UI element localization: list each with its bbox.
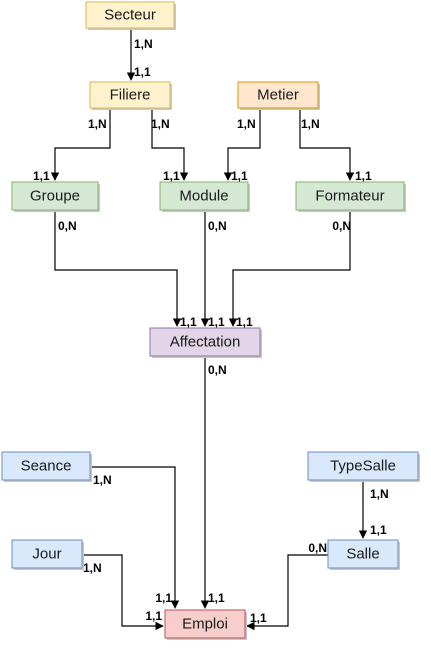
relation-filiere-groupe bbox=[50, 108, 111, 181]
entity-label: Groupe bbox=[30, 188, 80, 205]
cardinality-to-filiere-groupe: 1,1 bbox=[33, 169, 50, 183]
entity-module[interactable]: Module bbox=[159, 181, 250, 212]
entity-secteur[interactable]: Secteur bbox=[85, 1, 176, 30]
cardinality-from-seance-emploi: 1,N bbox=[93, 473, 112, 487]
entity-label: Jour bbox=[32, 546, 61, 563]
cardinality-from-filiere-module: 1,N bbox=[151, 117, 170, 131]
cardinality-from-typesalle-salle: 1,N bbox=[370, 487, 389, 501]
relation-formateur-affectation bbox=[228, 210, 351, 327]
relation-jour-emploi bbox=[82, 554, 164, 631]
cardinality-from-affectation-emploi: 0,N bbox=[208, 363, 227, 377]
cardinality-from-metier-formateur: 1,N bbox=[301, 117, 320, 131]
entity-label: Secteur bbox=[104, 7, 156, 24]
cardinality-to-formateur-affectation: 1,1 bbox=[236, 315, 253, 329]
cardinality-to-seance-emploi: 1,1 bbox=[155, 591, 172, 605]
entity-label: Formateur bbox=[315, 188, 384, 205]
entity-box bbox=[149, 327, 261, 357]
cardinality-to-affectation-emploi: 1,1 bbox=[208, 591, 225, 605]
entity-box bbox=[85, 1, 175, 29]
entity-box bbox=[237, 81, 319, 109]
entity-label: Seance bbox=[21, 458, 72, 475]
cardinality-from-salle-emploi: 0,N bbox=[308, 541, 327, 555]
cardinality-to-typesalle-salle: 1,1 bbox=[370, 523, 387, 537]
entity-filiere[interactable]: Filiere bbox=[89, 81, 172, 110]
entity-box bbox=[11, 539, 83, 569]
entity-box bbox=[159, 181, 249, 211]
entity-box bbox=[327, 539, 399, 569]
cardinality-from-jour-emploi: 1,N bbox=[83, 561, 102, 575]
relation-metier-formateur bbox=[299, 108, 355, 181]
entity-emploi[interactable]: Emploi bbox=[164, 609, 247, 640]
entity-label: TypeSalle bbox=[330, 458, 396, 475]
relation-groupe-affectation bbox=[54, 210, 182, 327]
entity-box bbox=[295, 181, 405, 211]
entity-box bbox=[307, 451, 419, 481]
entity-box bbox=[1, 451, 91, 481]
cardinality-to-filiere-module: 1,1 bbox=[163, 169, 180, 183]
entity-label: Filiere bbox=[110, 87, 151, 104]
cardinality-to-groupe-affectation: 1,1 bbox=[180, 315, 197, 329]
entity-metier[interactable]: Metier bbox=[237, 81, 320, 110]
cardinality-from-secteur-filiere: 1,N bbox=[134, 37, 153, 51]
entity-label: Salle bbox=[346, 546, 379, 563]
relation-salle-emploi bbox=[246, 554, 328, 631]
entity-affectation[interactable]: Affectation bbox=[149, 327, 262, 358]
cardinality-to-salle-emploi: 1,1 bbox=[250, 611, 267, 625]
cardinality-to-secteur-filiere: 1,1 bbox=[134, 65, 151, 79]
entity-box bbox=[11, 181, 99, 211]
cardinality-from-filiere-groupe: 1,N bbox=[88, 117, 107, 131]
cardinality-to-jour-emploi: 1,1 bbox=[145, 609, 162, 623]
entity-label: Module bbox=[179, 188, 228, 205]
entity-label: Affectation bbox=[170, 334, 241, 351]
cardinality-to-module-affectation: 1,1 bbox=[208, 315, 225, 329]
entity-seance[interactable]: Seance bbox=[1, 451, 92, 482]
entity-jour[interactable]: Jour bbox=[11, 539, 84, 570]
relation-seance-emploi bbox=[90, 466, 180, 609]
cardinality-to-metier-module: 1,1 bbox=[231, 169, 248, 183]
cardinality-from-formateur-affectation: 0,N bbox=[332, 219, 351, 233]
entity-box bbox=[164, 609, 246, 639]
cardinality-from-metier-module: 1,N bbox=[237, 117, 256, 131]
entity-formateur[interactable]: Formateur bbox=[295, 181, 406, 212]
entity-salle[interactable]: Salle bbox=[327, 539, 400, 570]
cardinality-from-module-affectation: 0,N bbox=[208, 219, 227, 233]
entity-typesalle[interactable]: TypeSalle bbox=[307, 451, 420, 482]
entity-groupe[interactable]: Groupe bbox=[11, 181, 100, 212]
entity-label: Emploi bbox=[182, 616, 228, 633]
cardinality-to-metier-formateur: 1,1 bbox=[355, 169, 372, 183]
cardinality-from-groupe-affectation: 0,N bbox=[58, 219, 77, 233]
entity-label: Metier bbox=[257, 87, 299, 104]
entity-box bbox=[89, 81, 171, 109]
relation-metier-module bbox=[223, 108, 261, 181]
relation-filiere-module bbox=[151, 108, 189, 181]
